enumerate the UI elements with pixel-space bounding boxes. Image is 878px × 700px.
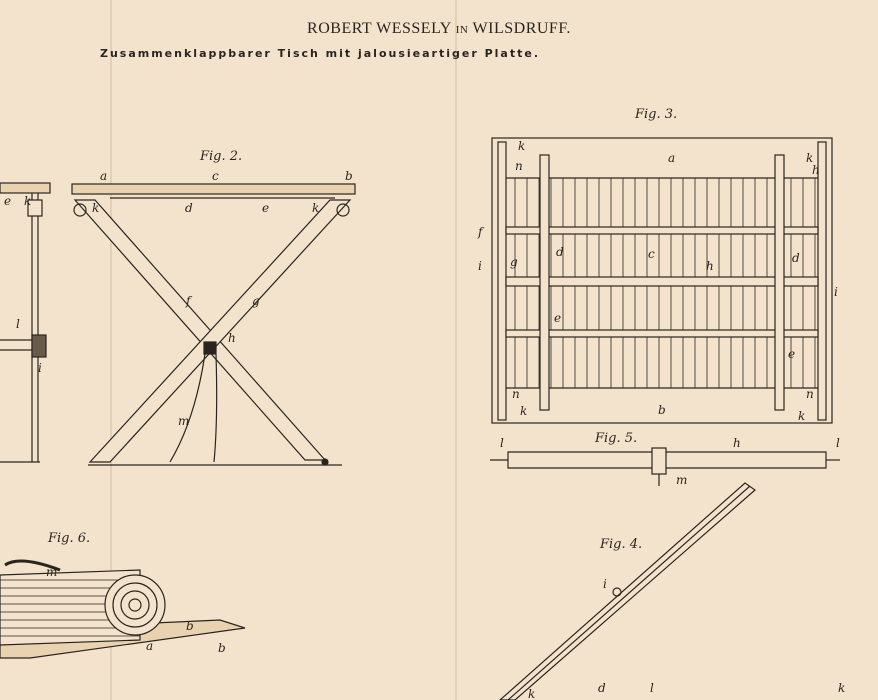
label: g	[252, 294, 260, 308]
label: k	[24, 194, 31, 208]
label: l	[500, 436, 504, 450]
label: f	[477, 225, 485, 239]
paper-fold	[455, 0, 457, 700]
inventor-place: WILSDRUFF.	[472, 20, 571, 37]
figure-caption: Fig. 4.	[599, 537, 642, 552]
label: a	[100, 169, 107, 183]
label: h	[706, 259, 714, 273]
label: l	[650, 681, 654, 695]
label: e	[262, 201, 269, 215]
label: k	[92, 201, 99, 215]
label: k	[518, 139, 525, 153]
label: b	[218, 641, 226, 655]
label: d	[185, 201, 193, 215]
label: b	[345, 169, 353, 183]
label: i	[38, 361, 42, 375]
label: b	[658, 403, 666, 417]
label: h	[733, 436, 741, 450]
label: e	[554, 311, 561, 325]
label: d	[598, 681, 606, 695]
label: a	[668, 151, 675, 165]
label: b	[186, 619, 194, 633]
figure-caption: Fig. 6.	[47, 531, 90, 546]
inventor-in: IN	[455, 24, 469, 36]
label: i	[478, 259, 482, 273]
figure-caption: Fig. 2.	[199, 149, 242, 164]
label: g	[510, 255, 518, 269]
label: n	[512, 387, 520, 401]
label: k	[528, 687, 535, 700]
figure-3: Fig. 3. k n a k h f d g c h d i i e e n …	[477, 107, 838, 424]
label: n	[515, 159, 523, 173]
label: k	[806, 151, 813, 165]
label: l	[16, 317, 20, 331]
figure-2: Fig. 2. a c b k d e k f g h m	[71, 149, 356, 466]
label: m	[178, 414, 189, 428]
label: d	[556, 245, 564, 259]
label: h	[812, 163, 820, 177]
figure-6: Fig. 6. m b a b	[0, 531, 246, 659]
label: d	[792, 251, 800, 265]
label: i	[603, 577, 607, 591]
figure-5: Fig. 5. l h l m	[490, 431, 840, 487]
label: a	[146, 639, 153, 653]
label: c	[212, 169, 219, 183]
label: n	[806, 387, 814, 401]
patent-title: Zusammenklappbarer Tisch mit jalousieart…	[99, 47, 540, 60]
label: m	[46, 565, 57, 579]
paper-fold	[110, 0, 112, 700]
label: m	[676, 473, 687, 487]
label: c	[648, 247, 655, 261]
figure-caption: Fig. 3.	[634, 107, 677, 122]
figure-4: Fig. 4. i k d l k	[499, 482, 845, 700]
label: k	[838, 681, 845, 695]
label: e	[788, 347, 795, 361]
figure-caption: Fig. 5.	[594, 431, 637, 446]
figure-1-partial: e k l i	[0, 182, 51, 463]
label: k	[312, 201, 319, 215]
label: e	[4, 194, 11, 208]
inventor-name: ROBERT WESSELY	[307, 20, 452, 37]
label: k	[520, 404, 527, 418]
label: f	[185, 294, 193, 308]
label: l	[836, 436, 840, 450]
inventor-line: ROBERT WESSELY IN WILSDRUFF.	[0, 20, 878, 38]
label: i	[834, 285, 838, 299]
label: k	[798, 409, 805, 423]
label: h	[228, 331, 236, 345]
